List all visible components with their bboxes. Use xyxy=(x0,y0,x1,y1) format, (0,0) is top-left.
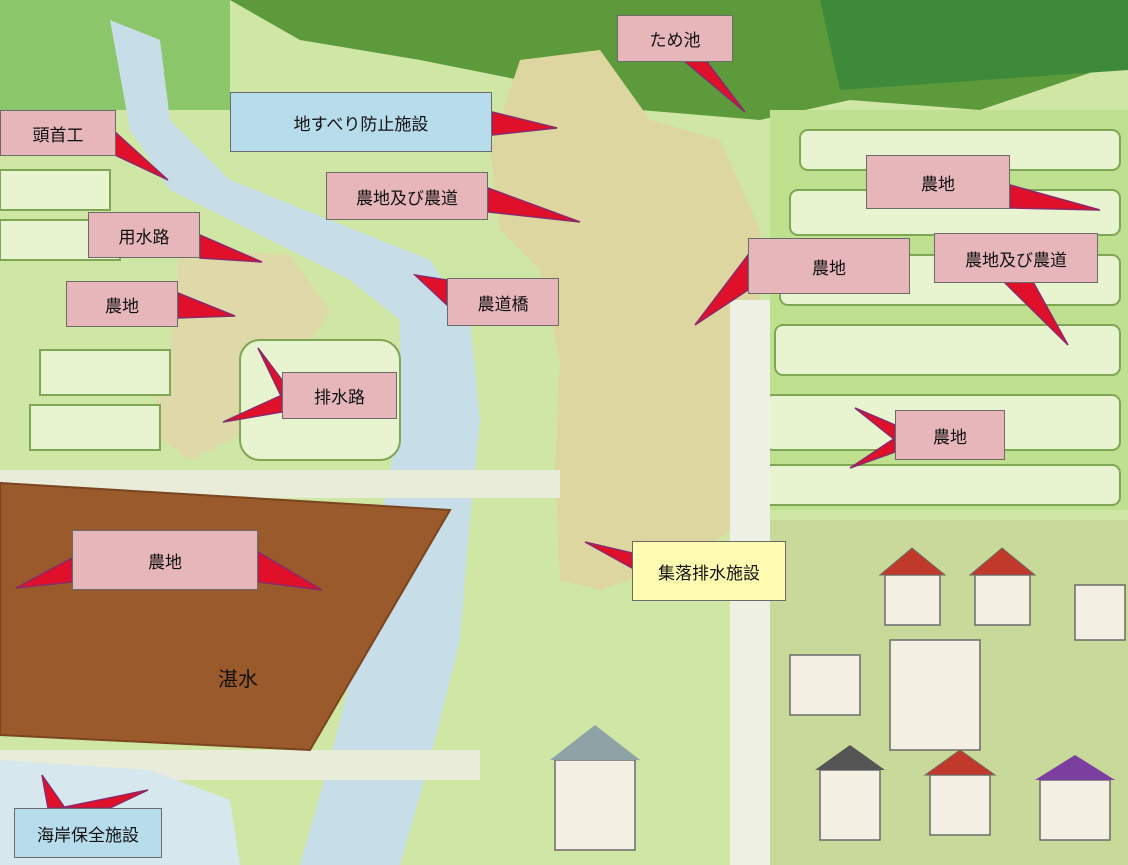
terrace-row xyxy=(759,464,1121,506)
landslide-debris xyxy=(490,50,760,590)
pointer-nouchi-top-right xyxy=(1009,184,1101,211)
label-farmland-top-right: 農地 xyxy=(866,155,1010,209)
roof xyxy=(815,745,885,770)
house xyxy=(929,774,991,836)
label-village-drainage: 集落排水施設 xyxy=(632,541,786,601)
greenhouse xyxy=(889,639,981,751)
forest-right xyxy=(820,0,1128,90)
terrace-row xyxy=(774,324,1121,376)
label-tameike: ため池 xyxy=(617,15,733,62)
roof xyxy=(1035,755,1115,780)
roof xyxy=(968,547,1037,576)
field-left xyxy=(0,169,111,211)
flooded-area-text: 湛水 xyxy=(218,667,258,691)
river xyxy=(110,20,480,865)
house xyxy=(819,769,881,841)
pointer-nouchi-flooded-right xyxy=(257,550,323,591)
label-farmland-and-road-right: 農地及び農道 xyxy=(934,233,1098,283)
house xyxy=(974,574,1031,626)
label-drainage-channel: 排水路 xyxy=(282,372,397,419)
house xyxy=(789,654,861,716)
house xyxy=(554,759,636,851)
roof xyxy=(550,725,640,760)
house xyxy=(1039,779,1111,841)
house xyxy=(1074,584,1126,641)
label-farmland-and-road-center: 農地及び農道 xyxy=(326,172,488,220)
label-farmland-left: 農地 xyxy=(66,281,178,327)
label-farmland-right-lower: 農地 xyxy=(895,410,1005,460)
label-farmland-flooded: 農地 xyxy=(72,530,258,590)
label-headworks: 頭首工 xyxy=(0,110,116,156)
roof xyxy=(878,547,947,576)
terrace-fields-left xyxy=(0,0,230,110)
house xyxy=(884,574,941,626)
pointer-nouchi-left xyxy=(177,291,236,319)
roof xyxy=(923,749,997,776)
pointer-jisuberi xyxy=(491,111,558,136)
field-left xyxy=(39,349,171,396)
label-farmland-center-right: 農地 xyxy=(748,238,910,294)
pointer-nouchi-noudou-center xyxy=(487,186,581,223)
pointer-yousuiro xyxy=(199,233,263,263)
label-irrigation-canal: 用水路 xyxy=(88,212,200,258)
field-left xyxy=(29,404,161,451)
label-farm-road-bridge: 農道橋 xyxy=(447,278,559,326)
label-coast-protection: 海岸保全施設 xyxy=(14,808,162,858)
label-landslide-prevention: 地すべり防止施設 xyxy=(230,92,492,152)
